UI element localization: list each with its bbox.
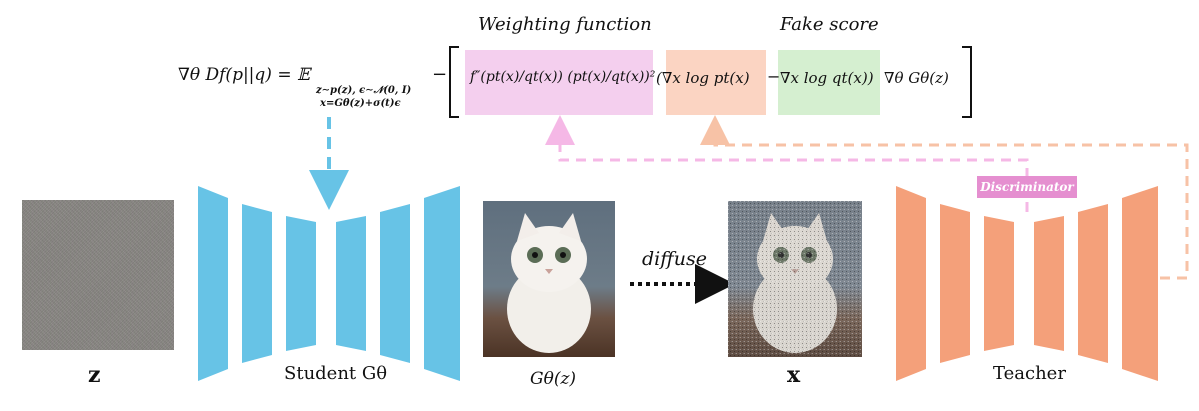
- equation-expectation-sub2: x=Gθ(z)+σ(t)ϵ: [320, 98, 401, 109]
- teacher-label: Teacher: [993, 363, 1066, 384]
- real-score-highlight: [666, 50, 766, 115]
- noise-label: z: [88, 362, 101, 388]
- score-minus: −: [767, 67, 781, 86]
- equation-expectation-sub1: z∼p(z), ϵ∼𝒩(0, I): [316, 85, 412, 96]
- student-label: Student Gθ: [284, 363, 388, 384]
- noisy-label: x: [787, 362, 801, 388]
- noise-image: [22, 200, 174, 350]
- equation-lhs: ∇θ Df(p||q) = 𝔼: [178, 65, 310, 85]
- noisy-cat-image: [728, 201, 862, 357]
- teacher-network: [896, 186, 1158, 381]
- fake-score-title: Fake score: [780, 14, 879, 35]
- equation-minus: −: [432, 64, 448, 85]
- fake-score-highlight: [778, 50, 880, 115]
- weighting-term: f″(pt(x)/qt(x)) (pt(x)/qt(x))²: [470, 69, 656, 85]
- student-network: [198, 186, 460, 381]
- weighting-function-title: Weighting function: [478, 14, 652, 35]
- left-bracket: [449, 46, 459, 118]
- weighting-highlight: [465, 50, 653, 115]
- generated-cat-image: [483, 201, 615, 357]
- fake-score-term: ∇x log qt(x)): [780, 69, 874, 87]
- real-score-term: (∇x log pt(x): [656, 69, 750, 87]
- teacher-score-arrow: [700, 115, 1189, 280]
- generated-label: Gθ(z): [530, 369, 577, 389]
- right-bracket: [962, 46, 972, 118]
- discriminator-badge: Discriminator: [977, 176, 1077, 198]
- noisy-cat-illustration: [728, 201, 862, 357]
- diffuse-label: diffuse: [642, 248, 707, 270]
- cat-illustration: [507, 213, 591, 353]
- equation-tail: ∇θ Gθ(z): [884, 69, 949, 87]
